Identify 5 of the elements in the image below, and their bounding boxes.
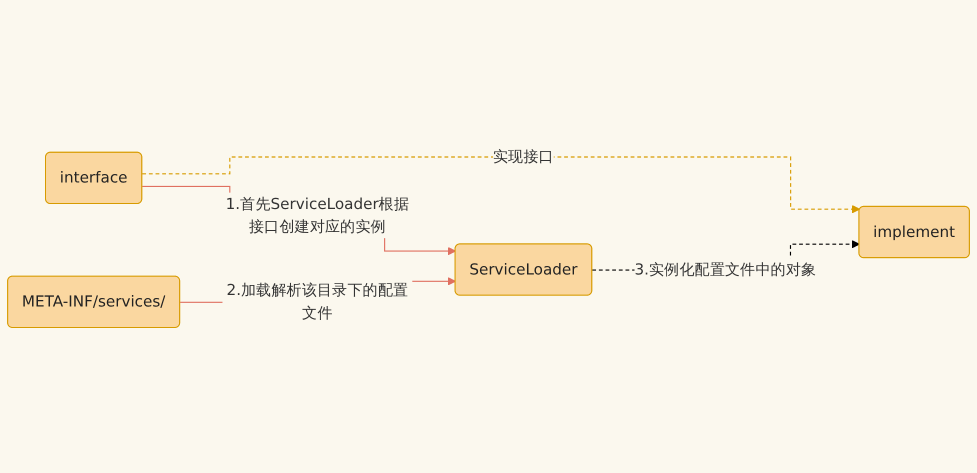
edge-label: 3.实例化配置文件中的对象 [634, 260, 816, 278]
edge-label: 2.加载解析该目录下的配置文件 [226, 280, 408, 322]
edge-label: 1.首先ServiceLoader根据接口创建对应的实例 [226, 194, 410, 236]
arrow [142, 156, 860, 214]
edge-label: 实现接口 [493, 147, 554, 166]
